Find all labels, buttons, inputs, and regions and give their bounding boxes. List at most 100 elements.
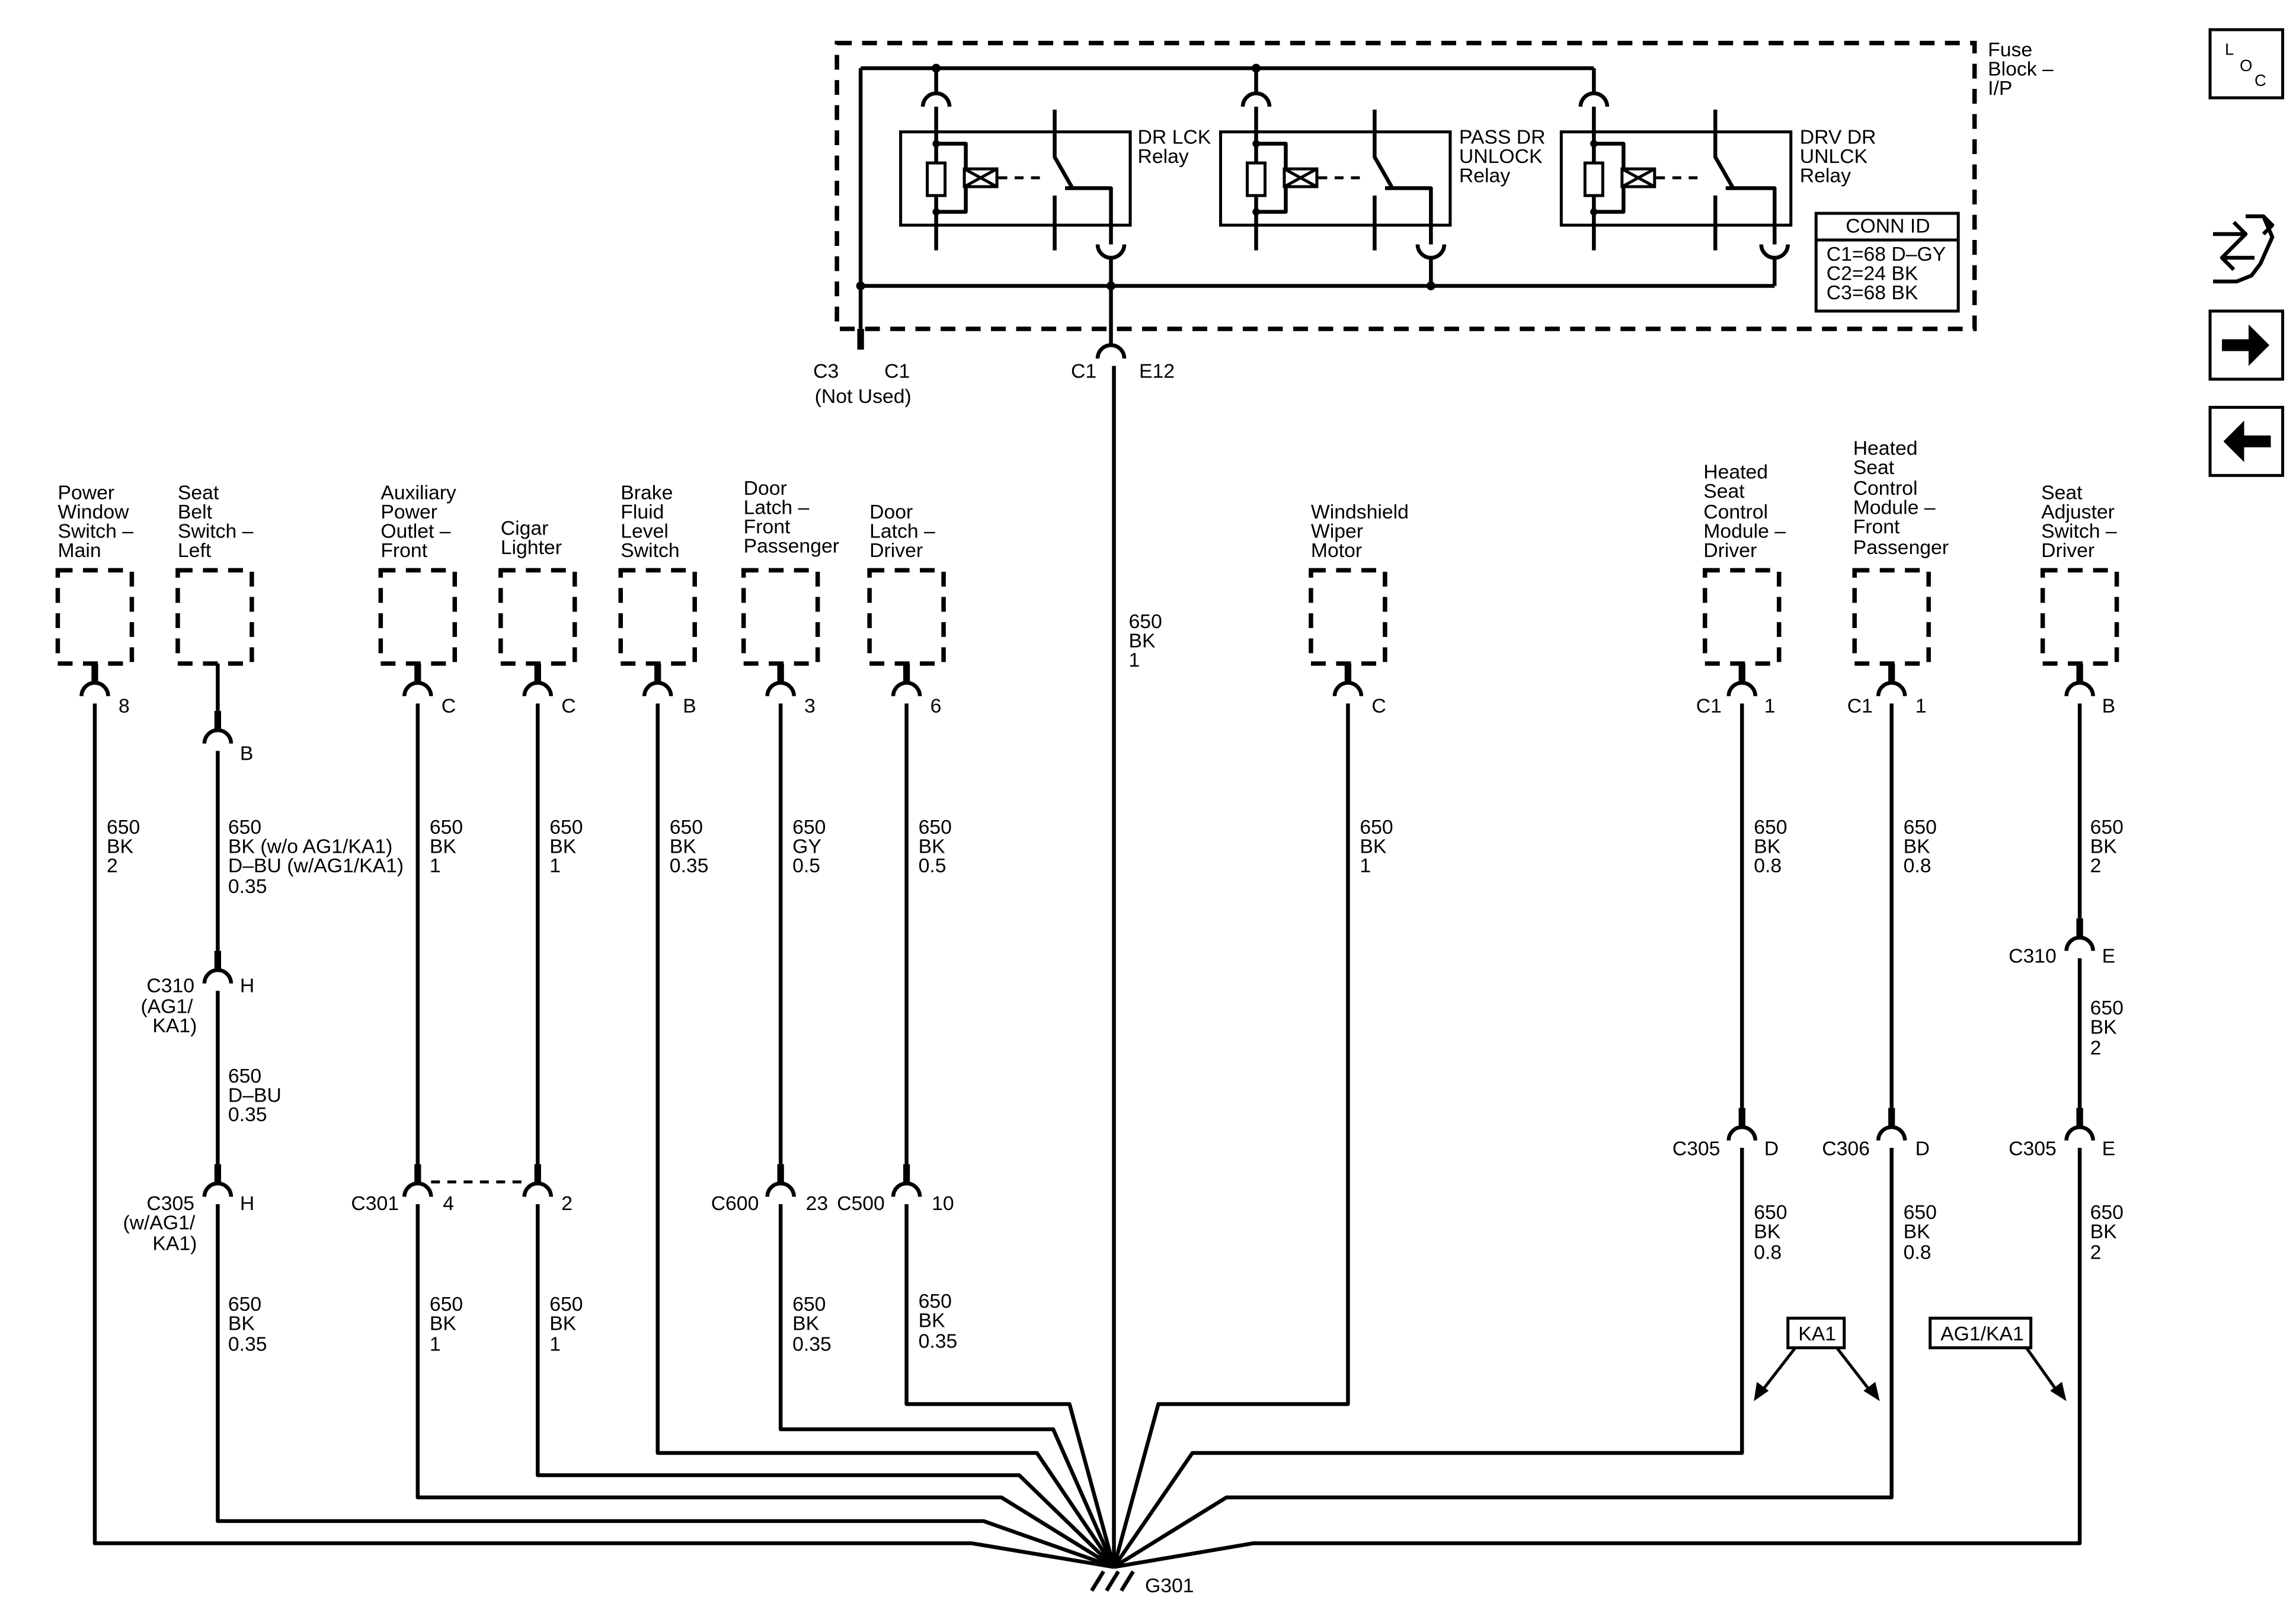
c1-title-2: Belt <box>178 501 213 523</box>
c0-wire-3: 2 <box>107 854 118 877</box>
c6-wire2-2: BK <box>919 1310 946 1332</box>
conn-id-c1: C1=68 D–GY <box>1827 243 1946 265</box>
c9-wire2-2: BK <box>1904 1221 1931 1243</box>
c1-wire-2: BK (w/o AG1/KA1) <box>228 836 392 858</box>
c6-wire2-1: 650 <box>919 1290 952 1313</box>
c9-pin: 1 <box>1916 694 1927 717</box>
seat-adjuster-switch-box <box>2040 568 2119 666</box>
c8-title-2: Seat <box>1703 480 1745 502</box>
option-ag1-ka1: AG1/KA1 <box>1929 1317 2067 1401</box>
relay-dr-lck-label-1: DR LCK <box>1138 126 1211 149</box>
c4-wire-2: BK <box>670 836 697 858</box>
c7-pin: C <box>1371 694 1386 717</box>
c8-pin: 1 <box>1764 694 1776 717</box>
components: Power Window Switch – Main Seat Belt Swi… <box>55 437 2119 764</box>
c7-wire-3: 1 <box>1360 854 1371 877</box>
c8-wire2-3: 0.8 <box>1754 1241 1782 1264</box>
door-latch-passenger-box <box>741 568 820 666</box>
relay-dr-lck-label-2: Relay <box>1138 145 1189 168</box>
seat-belt-switch-box <box>175 568 254 666</box>
c9-title-4: Module – <box>1853 496 1936 518</box>
c2-title-3: Outlet – <box>380 520 450 542</box>
c305-wire-1: 650 <box>228 1293 261 1315</box>
c4-title-1: Brake <box>621 481 673 504</box>
c3-wire-2: BK <box>549 836 577 858</box>
c5-wire-1: 650 <box>792 816 826 838</box>
c9-wire2-1: 650 <box>1904 1201 1937 1224</box>
loc-l: L <box>2225 40 2234 59</box>
c310-wire-1: 650 <box>228 1065 261 1087</box>
c310-wire-2: D–BU <box>228 1084 282 1107</box>
fuse-block-title-1: Fuse <box>1988 39 2032 61</box>
relay-drv-dr-unlck: DRV DR UNLCK Relay <box>1559 68 1876 286</box>
c301-conn: C301 <box>351 1192 399 1215</box>
option-ka1: KA1 <box>1754 1317 1880 1401</box>
c10-pin: B <box>2102 694 2116 717</box>
c10-wire-2: BK <box>2090 836 2118 858</box>
heated-seat-passenger-box <box>1852 568 1931 666</box>
c1-title-1: Seat <box>178 481 219 504</box>
c3-wire2-3: 1 <box>549 1333 561 1356</box>
c305-wire-2: BK <box>228 1313 255 1335</box>
c5-pin: 3 <box>804 694 816 717</box>
connector-view-icon[interactable] <box>2213 214 2275 284</box>
c1-title-4: Left <box>178 539 212 562</box>
pin-labels: 8 B C C B 3 6 C C1 1 C1 1 B <box>119 694 2115 764</box>
c8-wire-3: 0.8 <box>1754 854 1782 877</box>
c500-conn: C500 <box>837 1192 885 1215</box>
conn-id-title: CONN ID <box>1846 215 1930 237</box>
c5-title-4: Passenger <box>744 534 839 557</box>
main-wire-3: 1 <box>1129 649 1140 671</box>
c5-title-3: Front <box>744 516 791 538</box>
fuse-block-title-2: Block – <box>1988 58 2054 81</box>
c9-wire-3: 0.8 <box>1904 854 1932 877</box>
c2-wire2-2: BK <box>430 1313 457 1335</box>
c301-pin: 4 <box>443 1192 454 1215</box>
c2-wire2-3: 1 <box>430 1333 441 1356</box>
c10-title-4: Driver <box>2041 539 2094 562</box>
c10-title-2: Adjuster <box>2041 501 2115 523</box>
c5-wire-3: 0.5 <box>792 854 820 877</box>
aux-power-outlet-box <box>378 568 458 666</box>
c4-wire-1: 650 <box>670 816 703 838</box>
c0-title-2: Window <box>57 501 129 523</box>
c8-title-3: Control <box>1703 501 1768 523</box>
c1-wire-3: D–BU (w/AG1/KA1) <box>228 854 404 877</box>
c9-title-1: Heated <box>1853 437 1918 459</box>
main-wire-1: 650 <box>1129 610 1162 633</box>
option-ka1-label: KA1 <box>1798 1323 1836 1345</box>
conn-id-c3: C3=68 BK <box>1827 281 1918 304</box>
c7-title-2: Wiper <box>1311 520 1363 542</box>
c310-wire-3: 0.35 <box>228 1103 267 1126</box>
loc-button[interactable]: L O C <box>2208 28 2285 100</box>
next-page-button[interactable] <box>2208 309 2285 381</box>
heated-seat-driver-box <box>1703 568 1782 666</box>
c2-title-2: Power <box>380 501 437 523</box>
c0-wire-1: 650 <box>107 816 140 838</box>
output-pin: E12 <box>1139 360 1175 382</box>
c8-title-1: Heated <box>1703 460 1768 483</box>
c5-wire2-3: 0.35 <box>792 1333 832 1356</box>
relay-pass-dr-label-1: PASS DR <box>1459 126 1546 149</box>
c10-title-3: Switch – <box>2041 520 2117 542</box>
c9-wire2-3: 0.8 <box>1904 1241 1932 1264</box>
c8-title-5: Driver <box>1703 539 1757 562</box>
relay-pass-dr-unlock: PASS DR UNLOCK Relay <box>1219 63 1546 290</box>
ground-label: G301 <box>1145 1574 1194 1597</box>
loc-c: C <box>2255 71 2266 89</box>
arrow-right-icon <box>2222 324 2270 366</box>
c9-title-2: Seat <box>1853 456 1895 479</box>
c305-conn-1: C305 <box>146 1192 194 1215</box>
relay-drv-dr-label-3: Relay <box>1800 165 1851 187</box>
previous-page-button[interactable] <box>2208 405 2285 477</box>
c10-inline1-wire-1: 650 <box>2090 997 2124 1019</box>
not-used-c3: C3 <box>813 360 839 382</box>
c0-wire-2: BK <box>107 836 134 858</box>
c310-conn-2: (AG1/ <box>140 996 193 1018</box>
c8-wire-2: BK <box>1754 836 1781 858</box>
c6-title-1: Door <box>869 501 913 523</box>
c5-title-1: Door <box>744 477 787 500</box>
c3-pin: C <box>561 694 575 717</box>
c1-wire-1: 650 <box>228 816 261 838</box>
c2-title-4: Front <box>380 539 427 562</box>
